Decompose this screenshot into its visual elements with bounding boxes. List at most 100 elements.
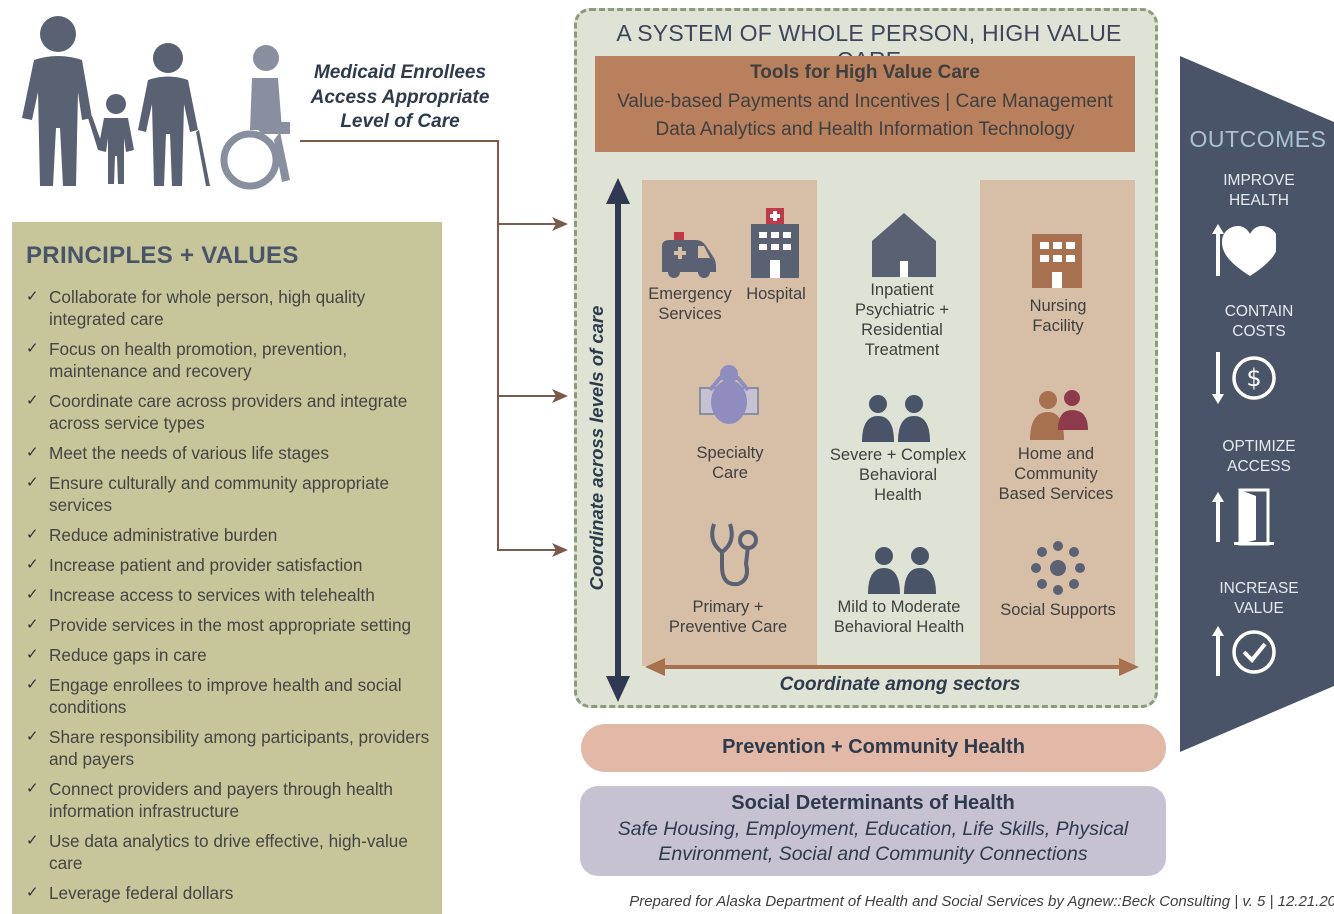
ambulance-icon	[662, 232, 716, 278]
enrollees-caption: Medicaid Enrollees Access Appropriate Le…	[300, 61, 500, 135]
label-line: Mild to Moderate	[837, 598, 961, 616]
sdoh-line: Safe Housing, Employment, Education, Lif…	[617, 818, 1129, 840]
label-line: Home and	[1017, 445, 1095, 463]
list-item: ✓Increase patient and provider satisfact…	[26, 554, 436, 576]
checkmark-icon	[1232, 630, 1276, 674]
levels-label: Coordinate across levels of care	[586, 305, 607, 591]
hospital-label: Hospital	[746, 285, 806, 303]
severe-complex-label: Severe + Complex Behavioral Health	[820, 445, 976, 505]
principle-text: Leverage federal dollars	[49, 883, 234, 903]
label-line: COSTS	[1232, 323, 1286, 340]
list-item: ✓ Connect providers and payers through he…	[26, 778, 436, 822]
checkmark-icon: ✓	[26, 676, 39, 693]
checkmark-icon: ✓	[26, 616, 39, 633]
principles-panel	[12, 222, 442, 914]
principle-text: Coordinate care across providers and int…	[49, 391, 408, 433]
label-line: VALUE	[1234, 600, 1284, 617]
outcomes-title: OUTCOMES	[1189, 126, 1327, 152]
label-line: CONTAIN	[1224, 303, 1294, 320]
checkmark-icon: ✓	[26, 444, 39, 461]
label-line: IMPROVE	[1223, 172, 1295, 189]
label-line: Specialty	[696, 444, 764, 462]
sdoh-panel	[580, 786, 1166, 876]
enrollees-caption-line: Medicaid Enrollees	[313, 62, 487, 83]
sdoh-title: Social Determinants of Health	[731, 792, 1015, 814]
mild-moderate-label: Mild to Moderate Behavioral Health	[818, 597, 980, 637]
list-item: ✓Share responsibility among participants…	[26, 726, 436, 770]
label-line: Emergency	[648, 285, 732, 303]
principle-text: Collaborate for whole person, high quali…	[49, 287, 366, 329]
principle-text: Focus on health promotion, prevention, m…	[49, 339, 348, 381]
checkmark-icon: ✓	[26, 392, 39, 409]
label-line: Psychiatric +	[855, 301, 949, 319]
outcome-increase-value-icons	[1212, 626, 1276, 676]
label-line: Inpatient	[870, 281, 934, 299]
sdoh-line: Environment, Social and Community Connec…	[658, 843, 1088, 865]
label-line: OPTIMIZE	[1222, 438, 1296, 455]
svg-text:$: $	[1246, 364, 1261, 392]
checkmark-icon: ✓	[26, 780, 39, 797]
primary-care-label: Primary + Preventive Care	[650, 597, 806, 637]
checkmark-icon: ✓	[26, 340, 39, 357]
list-item: ✓ Coordinate care across providers and in…	[26, 390, 436, 434]
tools-panel	[595, 56, 1135, 152]
outcome-contain-costs-icons: $	[1212, 352, 1276, 404]
principle-text: Reduce gaps in care	[49, 645, 207, 665]
list-item: ✓Increase access to services with telehe…	[26, 584, 436, 606]
list-item: ✓Use data analytics to drive effective, …	[26, 830, 436, 874]
social-network-icon	[1031, 541, 1085, 595]
hospital-icon	[751, 208, 799, 278]
checkmark-icon: ✓	[26, 884, 39, 901]
list-item: ✓Engage enrollees to improve health and …	[26, 674, 436, 718]
label-line: INCREASE	[1219, 580, 1299, 597]
inpatient-label: Inpatient Psychiatric + Residential Trea…	[820, 280, 984, 360]
prevention-label: Prevention + Community Health	[722, 736, 1025, 758]
prevention-bar	[581, 724, 1166, 772]
label-line: Preventive Care	[668, 618, 788, 636]
outcome-label-contain-costs: CONTAIN COSTS	[1184, 302, 1334, 342]
label-line: Community	[1014, 465, 1098, 483]
house-icon	[872, 213, 936, 277]
enrollees-caption-line: Access Appropriate	[310, 86, 490, 108]
adult-figure-icon	[22, 16, 92, 186]
open-door-icon	[1234, 488, 1274, 546]
principles-title: PRINCIPLES + VALUES	[26, 242, 299, 269]
arrowhead-icon	[552, 389, 568, 403]
checkmark-icon: ✓	[26, 556, 39, 573]
credit-line: Prepared for Alaska Department of Health…	[629, 893, 1334, 910]
up-arrow-icon	[1212, 492, 1224, 542]
label-line: Severe + Complex	[829, 446, 967, 464]
arrowhead-icon	[552, 543, 568, 557]
list-item: ✓ Collaborate for whole person, high qual…	[26, 286, 436, 330]
principles-list: ✓ Collaborate for whole person, high qual…	[26, 286, 436, 912]
label-line: ACCESS	[1227, 458, 1291, 475]
family-illustration	[22, 16, 290, 190]
principle-text: Provide services in the most appropriate…	[49, 615, 412, 635]
checkmark-icon: ✓	[26, 728, 39, 745]
principle-text: Ensure culturally and community appropri…	[49, 473, 390, 515]
sectors-arrow	[645, 658, 1139, 676]
label-line: Treatment	[864, 341, 940, 359]
child-figure-icon	[88, 94, 134, 184]
tools-line: Data Analytics and Health Information Te…	[655, 119, 1075, 140]
label-line: Health	[874, 486, 922, 504]
checkmark-icon: ✓	[26, 586, 39, 603]
wheelchair-user-icon	[250, 45, 290, 182]
label-line: Behavioral Health	[833, 618, 965, 636]
label-line: HEALTH	[1228, 192, 1289, 209]
up-arrow-icon	[1212, 224, 1224, 276]
tools-line: Value-based Payments and Incentives | Ca…	[617, 91, 1113, 112]
label-line: Primary +	[692, 598, 764, 616]
outcome-label-optimize-access: OPTIMIZE ACCESS	[1184, 437, 1334, 477]
principle-text: Connect providers and payers through hea…	[49, 779, 393, 821]
outcome-label-increase-value: INCREASE VALUE	[1184, 579, 1334, 619]
connector-arrows	[300, 140, 568, 557]
checkmark-icon: ✓	[26, 474, 39, 491]
hcbs-label: Home and Community Based Services	[988, 444, 1124, 504]
checkmark-icon: ✓	[26, 832, 39, 849]
up-arrow-icon	[1212, 626, 1224, 676]
principle-text: Meet the needs of various life stages	[49, 443, 329, 463]
list-item: ✓ Ensure culturally and community appropr…	[26, 472, 436, 516]
checkmark-icon: ✓	[26, 288, 39, 305]
label-line: Residential	[861, 321, 943, 339]
